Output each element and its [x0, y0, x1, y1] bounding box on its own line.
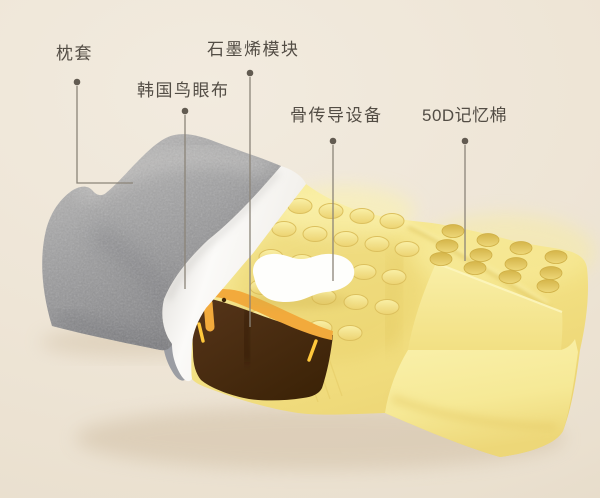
graphene-fold-shadow [242, 307, 253, 363]
label-memory-foam-50d: 50D记忆棉 [422, 106, 508, 125]
label-korean-birdseye-fabric: 韩国鸟眼布 [137, 81, 230, 100]
graphene-dashes [197, 322, 318, 362]
foam-top-highlight [275, 186, 415, 238]
graphene-module-panel [192, 289, 333, 401]
leader-dots [73, 69, 469, 145]
label-graphene-module: 石墨烯模块 [207, 40, 300, 59]
label-pillowcase: 枕套 [56, 44, 93, 63]
liner-fabric-band [162, 166, 306, 382]
foam-cut-vertical-face [408, 263, 563, 350]
graphene-amber-trim [197, 289, 333, 340]
foam-cut-edge-highlight [435, 261, 563, 314]
liner-edge-shadow [165, 170, 280, 301]
bone-conduction-device [245, 253, 355, 309]
foam-shelf-front-shading [390, 393, 557, 432]
label-bone-conduction-device: 骨传导设备 [290, 106, 383, 125]
trim-dot [221, 297, 227, 303]
foam-dimples [429, 224, 568, 293]
leader-lines [76, 77, 466, 327]
leader-pillowcase [76, 86, 133, 184]
amber-drip [203, 298, 215, 332]
